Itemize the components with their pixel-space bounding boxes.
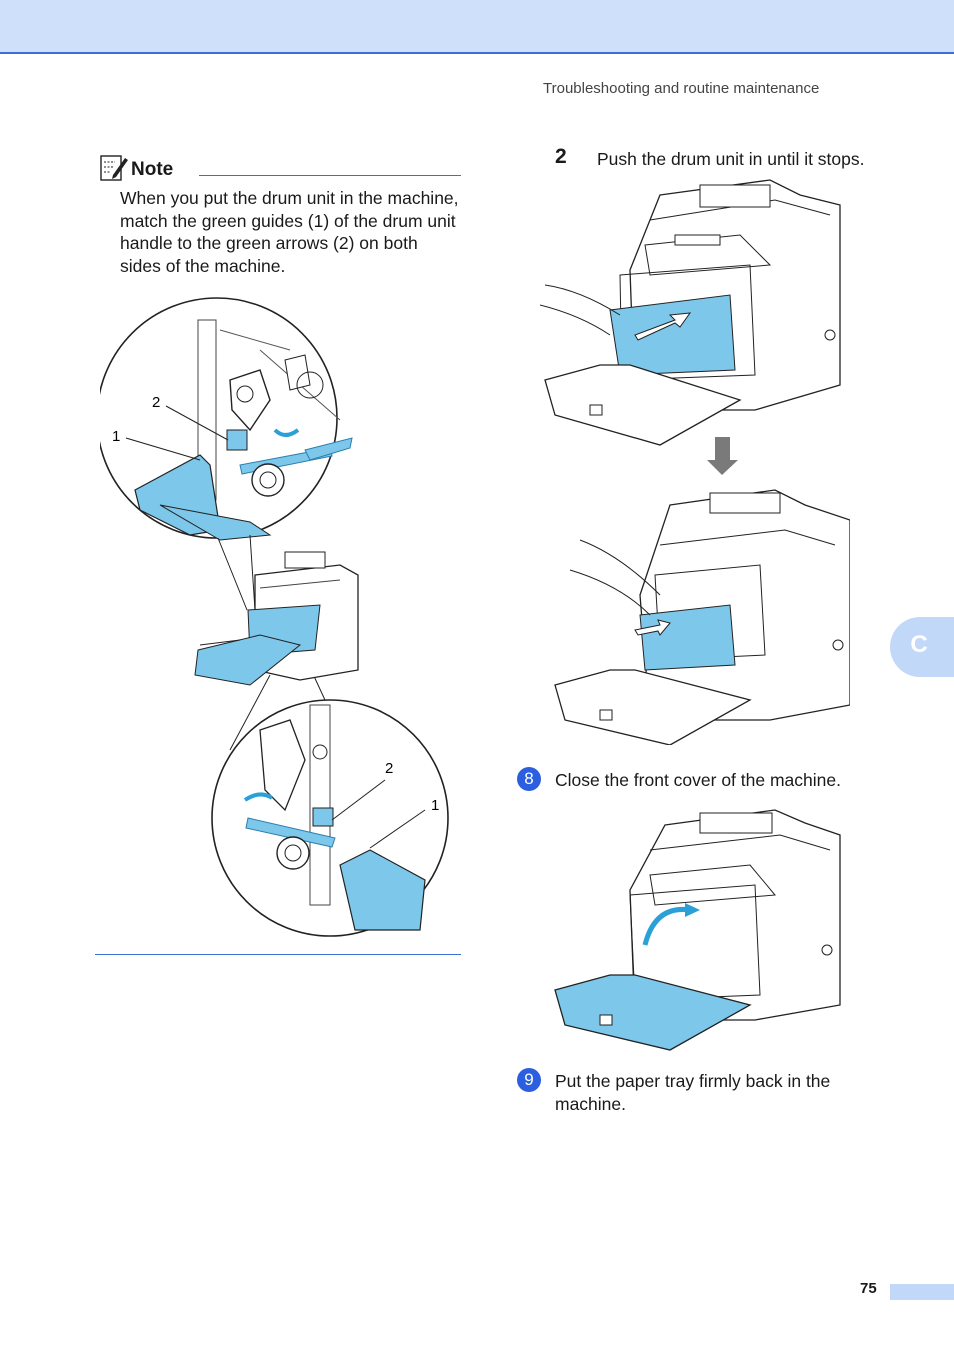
step-badge-8: 8 xyxy=(517,767,541,791)
machine-drum-inserted xyxy=(554,489,850,745)
step-text-paper-tray: Put the paper tray firmly back in the ma… xyxy=(555,1071,831,1114)
step-badge-9: 9 xyxy=(517,1068,541,1092)
note-pencil-icon xyxy=(100,155,128,181)
footer-bar xyxy=(890,1284,954,1300)
callout-1-top: 1 xyxy=(112,428,120,445)
drum-guide-illustration: 2 1 2 1 xyxy=(100,297,449,937)
step-number-2: 2 xyxy=(555,145,567,168)
note-label: Note xyxy=(131,159,174,180)
chapter-side-tab: C xyxy=(890,617,954,677)
small-machine xyxy=(194,551,359,686)
note-text: When you put the drum unit in the machin… xyxy=(120,188,459,276)
running-header: Troubleshooting and routine maintenance xyxy=(543,80,820,97)
callout-2-top: 2 xyxy=(152,394,160,411)
down-arrow-icon xyxy=(707,437,738,475)
chapter-letter: C xyxy=(910,631,928,658)
step-text-push-drum: Push the drum unit in until it stops. xyxy=(597,149,865,169)
note-divider xyxy=(199,175,461,176)
bottom-magnifier xyxy=(211,699,449,937)
push-drum-illustration xyxy=(540,179,850,745)
top-magnifier xyxy=(100,297,353,541)
header-band xyxy=(0,0,954,54)
close-cover-illustration xyxy=(554,809,841,1051)
callout-2-bottom: 2 xyxy=(385,760,393,777)
step-text-close-cover: Close the front cover of the machine. xyxy=(555,770,841,790)
machine-top-view xyxy=(540,179,841,446)
note-end-divider xyxy=(95,954,461,955)
page-number: 75 xyxy=(860,1280,877,1297)
callout-1-bottom: 1 xyxy=(431,797,439,814)
